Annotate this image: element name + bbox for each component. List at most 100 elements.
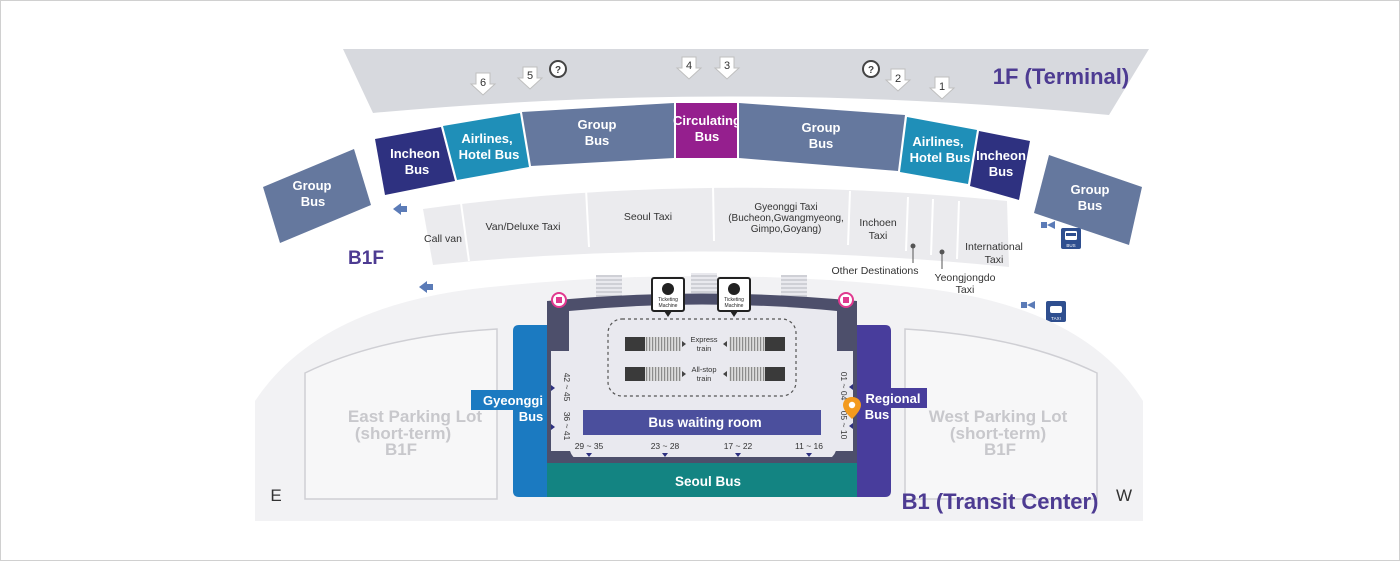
svg-text:Group: Group (802, 120, 841, 135)
taxi-call-van[interactable]: Call van (424, 233, 462, 245)
ticketing-machine-right[interactable]: Ticketing Machine (717, 277, 751, 317)
taxi-international[interactable]: International Taxi (965, 241, 1023, 266)
svg-text:?: ? (868, 65, 874, 76)
location-pin-icon (843, 397, 861, 419)
elevator-icon (551, 292, 567, 308)
svg-text:Bus: Bus (809, 136, 834, 151)
svg-text:Machine: Machine (659, 303, 678, 309)
svg-text:Bus: Bus (301, 194, 326, 209)
zone-group-bus-right-wing[interactable]: Group Bus (1034, 155, 1142, 245)
zone-airlines-hotel-bus-left[interactable]: Airlines, Hotel Bus (443, 113, 529, 180)
gate-3-label: 3 (724, 60, 730, 72)
svg-text:Gimpo,Goyang): Gimpo,Goyang) (751, 224, 822, 235)
svg-text:Seoul Bus: Seoul Bus (675, 474, 741, 489)
svg-text:Express: Express (690, 335, 717, 344)
stand-23-28: 23 ~ 28 (651, 441, 680, 451)
svg-text:Group: Group (293, 178, 332, 193)
zone-regional-bus[interactable]: Regional Bus (857, 325, 927, 497)
gate-6-marker: 6 (469, 72, 497, 96)
taxi-gyeonggi[interactable]: Gyeonggi Taxi (Bucheon,Gwangmyeong, Gimp… (728, 202, 844, 235)
gate-1-marker: 1 (928, 76, 956, 100)
svg-text:Circulating: Circulating (673, 113, 741, 128)
bus-stands-left: 42 ~ 45 36 ~ 41 (551, 373, 572, 441)
taxi-ring (423, 187, 1009, 267)
svg-text:Taxi: Taxi (956, 284, 975, 296)
taxi-yeongjongdo[interactable]: Yeongjongdo Taxi (935, 249, 996, 297)
svg-text:Taxi: Taxi (869, 230, 888, 242)
ticket-icon (662, 283, 674, 295)
gate-3-marker: 3 (713, 56, 741, 80)
zone-seoul-bus[interactable]: Seoul Bus (547, 463, 857, 497)
stand-17-22: 17 ~ 22 (724, 441, 753, 451)
info-icon-left: ? (549, 60, 567, 78)
svg-text:TAXI: TAXI (1051, 316, 1061, 321)
svg-text:BUS: BUS (1066, 243, 1075, 248)
svg-text:Bus: Bus (989, 164, 1014, 179)
taxi-incheon[interactable]: Inchoen Taxi (859, 217, 897, 242)
arrow-right-icon (1041, 221, 1055, 229)
zone-incheon-bus-left[interactable]: Incheon Bus (375, 127, 455, 195)
svg-text:West Parking Lot: West Parking Lot (929, 407, 1068, 426)
info-icon-right: ? (862, 60, 880, 78)
svg-text:Gyeonggi Taxi: Gyeonggi Taxi (754, 202, 817, 213)
svg-text:Incheon: Incheon (976, 148, 1026, 163)
svg-text:Bus: Bus (695, 129, 720, 144)
stand-01-04: 01 ~ 04 (839, 372, 849, 401)
svg-text:International: International (965, 241, 1023, 253)
gate-6-label: 6 (480, 77, 486, 89)
svg-text:Bus: Bus (865, 407, 890, 422)
elevator-icon (838, 292, 854, 308)
taxi-other-destinations[interactable]: Other Destinations (832, 243, 919, 278)
svg-text:(short-term): (short-term) (355, 424, 451, 443)
allstop-train-escalators[interactable]: All-stop train (625, 365, 785, 383)
svg-text:Ticketing: Ticketing (724, 297, 744, 303)
svg-text:Bus: Bus (1078, 198, 1103, 213)
zone-airlines-hotel-bus-right[interactable]: Airlines, Hotel Bus (900, 117, 977, 184)
arrow-left-icon (393, 203, 407, 215)
zone-group-bus-center-right[interactable]: Group Bus (739, 103, 905, 171)
express-train-escalators[interactable]: Express train (625, 335, 785, 353)
terminal-roof (343, 49, 1149, 115)
svg-text:East Parking Lot: East Parking Lot (348, 407, 482, 426)
svg-text:?: ? (555, 65, 561, 76)
b1f-floor-label: B1F (348, 248, 384, 269)
taxi-seoul[interactable]: Seoul Taxi (624, 211, 672, 223)
gate-2-label: 2 (895, 73, 901, 85)
zone-circulating-bus[interactable]: Circulating Bus (673, 103, 741, 158)
ticketing-machine-left[interactable]: Ticketing Machine (651, 277, 685, 317)
svg-text:Airlines,: Airlines, (912, 134, 963, 149)
stand-29-35: 29 ~ 35 (575, 441, 604, 451)
taxi-van-deluxe[interactable]: Van/Deluxe Taxi (486, 221, 561, 233)
svg-text:Group: Group (578, 117, 617, 132)
direction-west: W (1116, 486, 1132, 505)
svg-text:Yeongjongdo: Yeongjongdo (935, 272, 996, 284)
gate-4-marker: 4 (675, 56, 703, 80)
svg-text:Incheon: Incheon (390, 146, 440, 161)
arrow-left-icon (419, 281, 433, 293)
svg-text:Bus: Bus (585, 133, 610, 148)
svg-text:Hotel Bus: Hotel Bus (910, 150, 971, 165)
svg-text:Bus waiting room: Bus waiting room (648, 415, 761, 430)
stand-05-10: 05 ~ 10 (839, 411, 849, 440)
gate-5-label: 5 (527, 70, 533, 82)
east-parking-lot[interactable]: East Parking Lot (short-term) B1F (304, 328, 498, 500)
gate-2-marker: 2 (884, 68, 912, 92)
west-parking-lot[interactable]: West Parking Lot (short-term) B1F (904, 328, 1098, 500)
stand-36-41: 36 ~ 41 (562, 412, 572, 441)
stand-11-16: 11 ~ 16 (795, 441, 823, 451)
terminal-floor-title: 1F (Terminal) (993, 64, 1130, 89)
zone-group-bus-left-wing[interactable]: Group Bus (263, 149, 371, 243)
svg-text:All-stop: All-stop (691, 365, 716, 374)
svg-text:train: train (697, 374, 712, 383)
svg-text:Bus: Bus (519, 409, 544, 424)
train-area (607, 318, 797, 397)
zone-gyeonggi-bus[interactable]: Gyeonggi Bus (471, 325, 547, 497)
bus-waiting-room[interactable]: Bus waiting room (583, 410, 821, 435)
svg-text:Bus: Bus (405, 162, 430, 177)
svg-text:Machine: Machine (725, 303, 744, 309)
zone-incheon-bus-right[interactable]: Incheon Bus (970, 131, 1030, 200)
ticket-icon (728, 283, 740, 295)
zone-group-bus-center-left[interactable]: Group Bus (522, 103, 674, 166)
